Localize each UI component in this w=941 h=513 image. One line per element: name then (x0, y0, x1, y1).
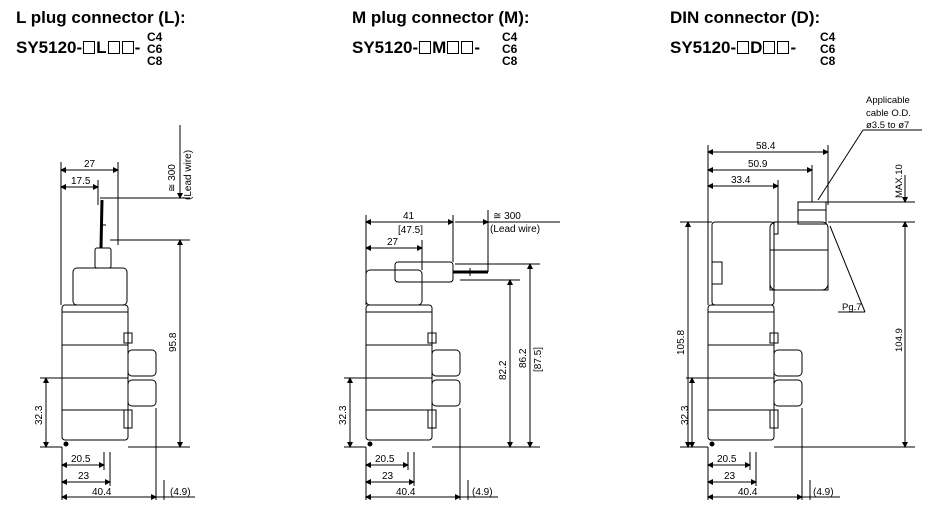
option-c4: C4 (147, 30, 163, 44)
option-c4: C4 (502, 30, 518, 44)
dim-95-8: 95.8 (168, 332, 179, 352)
dim-105-8: 105.8 (676, 330, 687, 355)
option-c6: C6 (147, 42, 163, 56)
m-plug-drawing (344, 210, 560, 500)
option-c8: C8 (147, 54, 163, 68)
lead-wire-label: (Lead wire) (183, 150, 194, 200)
dim-lead-300: ≅ 300 (167, 164, 178, 192)
dim-40-4: 40.4 (396, 487, 416, 498)
dim-20-5: 20.5 (717, 454, 737, 465)
fitting-upper (431, 349, 461, 377)
lead-wire-label: (Lead wire) (490, 224, 540, 235)
dim-82-2: 82.2 (498, 360, 509, 380)
model-dash: - (790, 38, 797, 57)
model-code-l-plug: SY5120- L - C4 C6 C8 (16, 30, 186, 68)
title-din: DIN connector (D): (670, 8, 821, 27)
header-din: DIN connector (D): SY5120- D - C4 C6 C8 (670, 8, 835, 68)
din-drawing (680, 129, 922, 500)
dim-max-10: MAX.10 (894, 164, 905, 198)
title-l-plug: L plug connector (L): (16, 8, 186, 27)
dim-4-9: (4.9) (170, 487, 191, 498)
pg7-label: Pg.7 (842, 302, 862, 313)
dim-40-4: 40.4 (92, 487, 112, 498)
option-c6: C6 (502, 42, 518, 56)
din-connector-housing (711, 221, 775, 306)
option-c6: C6 (820, 42, 836, 56)
dim-4-9: (4.9) (813, 487, 834, 498)
fitting-lower (127, 379, 157, 407)
fitting-upper (773, 349, 803, 377)
din-cable-gland (769, 221, 829, 291)
l-plug-connector (94, 247, 112, 269)
l-plug-drawing (40, 125, 195, 500)
dim-17-5: 17.5 (71, 176, 91, 187)
model-letter: D (750, 38, 763, 57)
dim-27: 27 (387, 237, 399, 248)
model-prefix: SY5120- (16, 38, 83, 57)
dim-32-3: 32.3 (680, 405, 691, 425)
dim-32-3: 32.3 (338, 405, 349, 425)
dim-27: 27 (84, 159, 96, 170)
cable-range: ø3.5 to ø7 (866, 120, 909, 131)
model-code-din: SY5120- D - C4 C6 C8 (670, 31, 835, 68)
solenoid-coil (72, 267, 128, 306)
option-c8: C8 (820, 54, 836, 68)
dim-86-2: 86.2 (518, 348, 529, 368)
dim-23: 23 (382, 471, 394, 482)
header-m-plug: M plug connector (M): SY5120- M - C4 C6 C8 (352, 8, 530, 68)
valve-body (707, 304, 775, 441)
dim-58-4: 58.4 (756, 141, 776, 152)
cable-od-label: cable O.D. (866, 108, 911, 119)
model-dash: - (134, 38, 141, 57)
dim-32-3: 32.3 (34, 405, 45, 425)
dim-20-5: 20.5 (375, 454, 395, 465)
model-code-m-plug: SY5120- M - C4 C6 C8 (352, 30, 530, 68)
dim-104-9: 104.9 (894, 328, 905, 352)
lead-wire (99, 199, 104, 249)
solenoid-coil (365, 269, 423, 306)
valve-body (61, 304, 129, 441)
dim-33-4: 33.4 (731, 175, 751, 186)
fitting-lower (773, 379, 803, 407)
din-cable-nut (797, 201, 827, 225)
dim-4-9: (4.9) (472, 487, 493, 498)
dim-lead-300: ≅ 300 (493, 211, 521, 222)
model-prefix: SY5120- (670, 38, 737, 57)
applicable-label: Applicable (866, 95, 910, 106)
dim-40-4: 40.4 (738, 487, 758, 498)
m-plug-connector (394, 261, 454, 283)
dim-20-5: 20.5 (71, 454, 91, 465)
dim-41: 41 (403, 211, 415, 222)
title-m-plug: M plug connector (M): (352, 8, 530, 27)
fitting-upper (127, 349, 157, 377)
fitting-lower (431, 379, 461, 407)
dim-23: 23 (724, 471, 736, 482)
dim-23: 23 (78, 471, 90, 482)
model-letter: M (432, 38, 447, 57)
header-l-plug: L plug connector (L): SY5120- L - C4 C6 C8 (16, 8, 186, 68)
model-letter: L (96, 38, 107, 57)
model-dash: - (474, 38, 481, 57)
model-prefix: SY5120- (352, 38, 419, 57)
valve-body (365, 304, 433, 441)
dim-50-9: 50.9 (748, 159, 768, 170)
dim-47-5: [47.5] (398, 225, 423, 236)
option-c8: C8 (502, 54, 518, 68)
option-c4: C4 (820, 30, 836, 44)
dim-87-5: [87.5] (533, 347, 544, 372)
